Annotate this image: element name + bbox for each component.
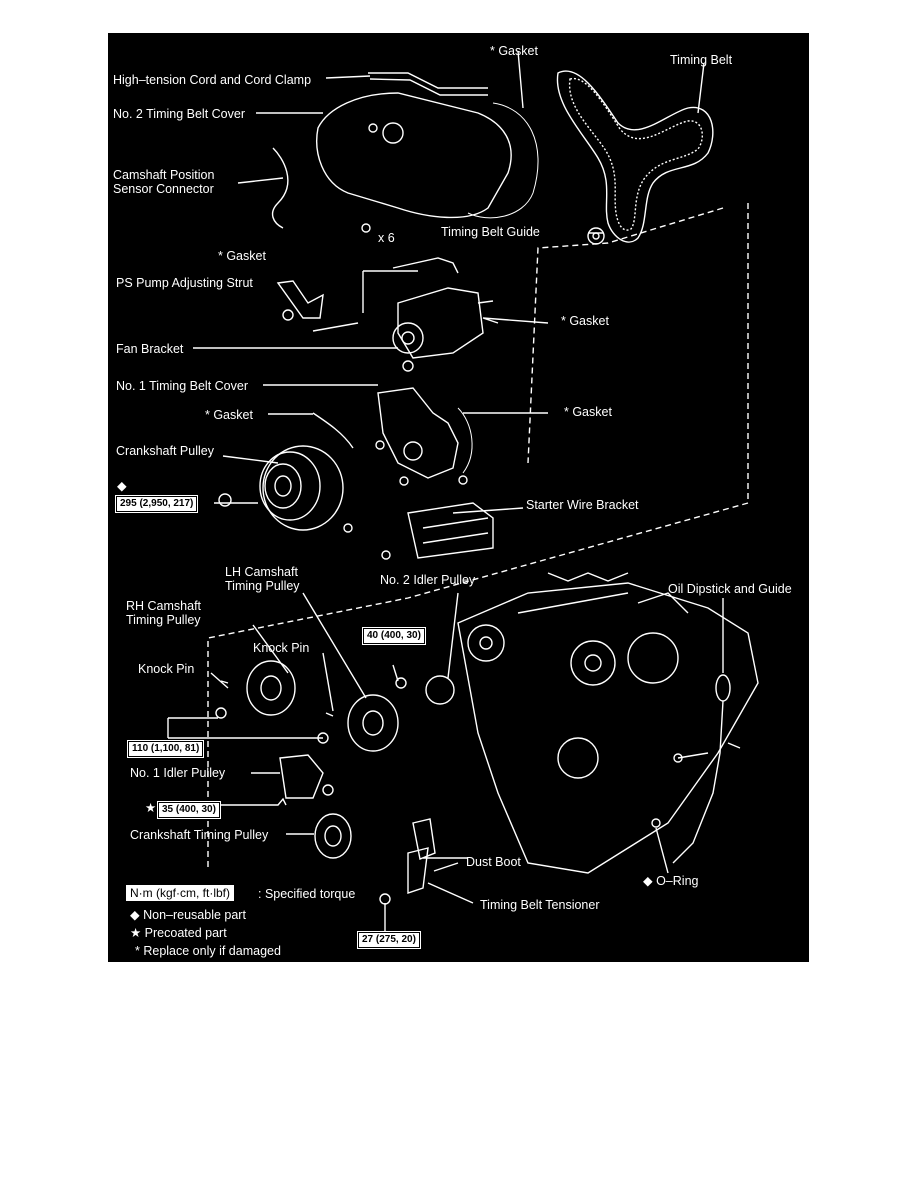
label-timing-belt-guide: Timing Belt Guide bbox=[441, 225, 540, 239]
torque-no1-idler-symbol: ★ bbox=[145, 801, 157, 815]
label-lh-camshaft-2: Timing Pulley bbox=[225, 579, 300, 593]
fan-bracket-shape bbox=[397, 287, 484, 359]
engine-block-shape bbox=[457, 582, 759, 874]
label-ps-pump-strut: PS Pump Adjusting Strut bbox=[116, 276, 253, 290]
label-lh-camshaft-1: LH Camshaft bbox=[225, 565, 298, 579]
label-camshaft-sensor-1: Camshaft Position bbox=[113, 168, 215, 182]
label-oil-dipstick: Oil Dipstick and Guide bbox=[668, 582, 792, 596]
label-no1-idler-pulley: No. 1 Idler Pulley bbox=[130, 766, 226, 780]
torque-crank-pulley: 295 (2,950, 217) bbox=[114, 495, 199, 513]
label-crankshaft-timing-pulley: Crankshaft Timing Pulley bbox=[130, 828, 269, 842]
label-high-tension-cord: High–tension Cord and Cord Clamp bbox=[113, 73, 312, 87]
label-dust-boot: Dust Boot bbox=[466, 855, 521, 869]
legend-non-reusable: ◆ Non–reusable part bbox=[130, 908, 246, 922]
label-gasket-5: * Gasket bbox=[564, 405, 612, 419]
label-starter-wire-bracket: Starter Wire Bracket bbox=[526, 498, 639, 512]
label-gasket-4: * Gasket bbox=[205, 408, 253, 422]
label-rh-camshaft-2: Timing Pulley bbox=[126, 613, 201, 627]
torque-no2-idler: 40 (400, 30) bbox=[362, 627, 426, 645]
label-knock-pin-2: Knock Pin bbox=[138, 662, 195, 676]
no1-cover-shape bbox=[377, 387, 459, 479]
torque-tensioner: 27 (275, 20) bbox=[357, 931, 421, 949]
label-x6: x 6 bbox=[378, 231, 395, 245]
crank-pulley-shape bbox=[262, 445, 344, 531]
legend-unit-text: : Specified torque bbox=[258, 887, 356, 901]
label-no1-timing-belt-cover: No. 1 Timing Belt Cover bbox=[116, 379, 248, 393]
legend-precoated: ★ Precoated part bbox=[130, 926, 227, 940]
label-timing-belt: Timing Belt bbox=[670, 53, 733, 67]
label-gasket-2: * Gasket bbox=[218, 249, 266, 263]
label-gasket-3: * Gasket bbox=[561, 314, 609, 328]
label-rh-camshaft-1: RH Camshaft bbox=[126, 599, 202, 613]
timing-belt-shape bbox=[556, 70, 714, 243]
torque-crank-pulley-symbol: ◆ bbox=[117, 479, 127, 493]
label-o-ring: ◆ O–Ring bbox=[643, 874, 699, 888]
legend-unit-box: N·m (kgf·cm, ft·lbf) bbox=[126, 885, 234, 901]
label-knock-pin-1: Knock Pin bbox=[253, 641, 310, 655]
torque-no1-idler: 35 (400, 30) bbox=[157, 801, 221, 819]
diagram-artwork bbox=[167, 50, 759, 931]
label-no2-timing-belt-cover: No. 2 Timing Belt Cover bbox=[113, 107, 245, 121]
label-gasket-top: * Gasket bbox=[490, 44, 538, 58]
torque-cam-pulley: 110 (1,100, 81) bbox=[126, 740, 205, 758]
label-no2-idler-pulley: No. 2 Idler Pulley bbox=[380, 573, 476, 587]
exploded-diagram: High–tension Cord and Cord Clamp * Gaske… bbox=[108, 33, 809, 962]
label-timing-belt-tensioner: Timing Belt Tensioner bbox=[480, 898, 600, 912]
no2-cover-shape bbox=[316, 92, 512, 219]
label-fan-bracket: Fan Bracket bbox=[116, 342, 184, 356]
label-crankshaft-pulley: Crankshaft Pulley bbox=[116, 444, 214, 458]
legend-replace: * Replace only if damaged bbox=[135, 944, 281, 958]
label-camshaft-sensor-2: Sensor Connector bbox=[113, 182, 214, 196]
